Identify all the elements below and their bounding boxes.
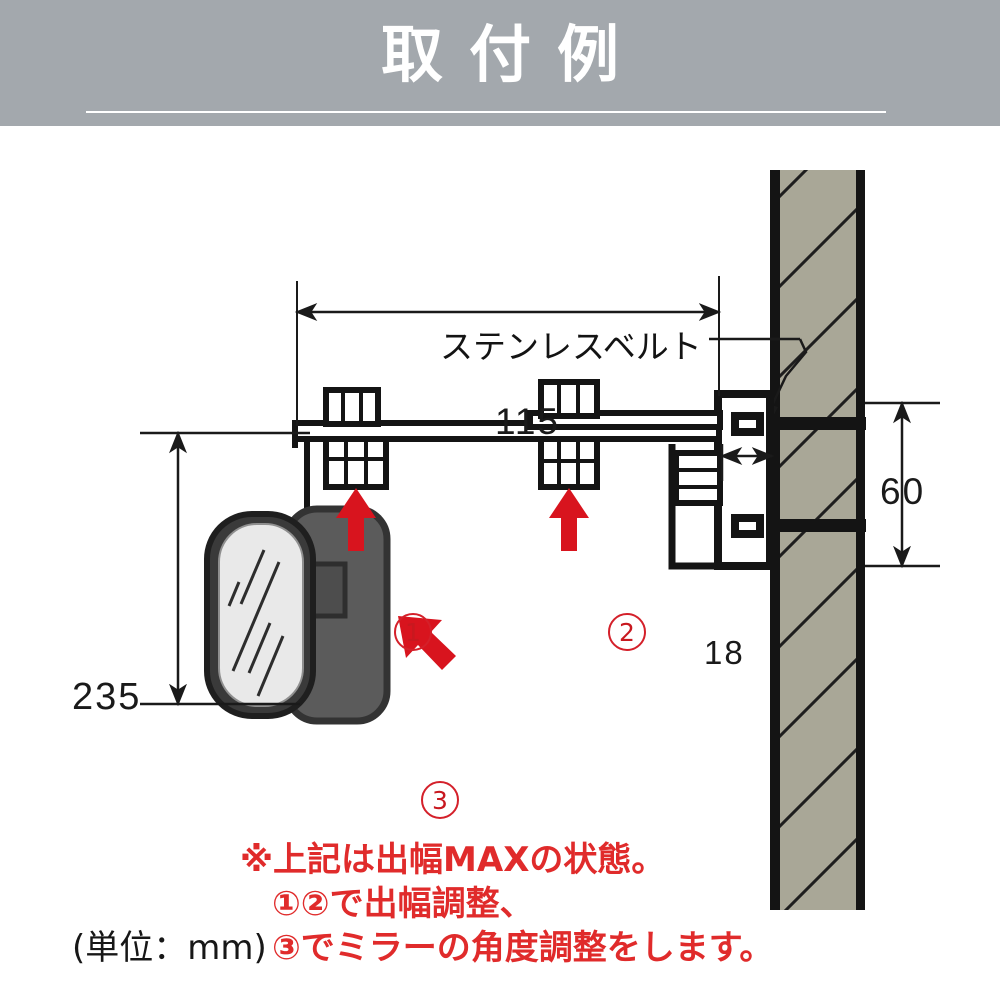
marker-number-2: 2 xyxy=(608,613,646,651)
wall-hatching xyxy=(770,170,865,910)
red-arrow-2-shape xyxy=(549,488,589,551)
red-arrow-1 xyxy=(336,488,376,551)
wall-outer-edge xyxy=(856,170,865,910)
marker-number-3: 3 xyxy=(421,781,459,819)
wall xyxy=(770,170,865,910)
header-banner: 取付例 xyxy=(0,0,1000,126)
belt-clip-lower xyxy=(731,514,764,538)
dimension-label-60: 60 xyxy=(880,471,926,512)
note-line-3: ③でミラーの角度調整をします。 xyxy=(272,928,774,968)
note-line-1: ※上記は出幅MAXの状態。 xyxy=(240,840,666,880)
mirror-shine-lines xyxy=(227,549,285,697)
header-divider xyxy=(86,111,886,113)
installation-diagram: 115 60 235 18 ステンレスベルト 1 2 3 xyxy=(0,126,1000,1000)
red-arrow-2 xyxy=(549,488,589,551)
footer-notes: ※上記は出幅MAXの状態。 ①②で出幅調整、 ③でミラーの角度調整をします。 (… xyxy=(0,826,1000,986)
dimension-label-115: 115 xyxy=(495,401,560,442)
elbow-nut xyxy=(673,450,723,506)
adjustment-bolt-2 xyxy=(538,379,600,490)
wall-mounting-plate xyxy=(714,390,774,570)
bolt-1-lower-nut xyxy=(323,436,389,490)
bolt-1-upper-nut xyxy=(323,387,381,427)
stainless-belt-label: ステンレスベルト xyxy=(440,327,702,366)
page-title: 取付例 xyxy=(380,18,645,91)
mirror-glass xyxy=(218,523,304,707)
bolt-2-upper-nut xyxy=(538,379,600,419)
dimension-115 xyxy=(294,276,722,426)
dimension-235 xyxy=(140,430,310,707)
mirror-assembly xyxy=(204,505,391,725)
wall-inner-edge xyxy=(770,170,780,910)
elbow-plate xyxy=(668,444,718,570)
dimension-label-18: 18 xyxy=(704,634,745,671)
dimension-18 xyxy=(719,444,775,481)
note-line-2: ①②で出幅調整、 xyxy=(272,884,534,924)
dimension-60 xyxy=(865,400,940,569)
marker-number-1: 1 xyxy=(394,613,432,651)
dimension-label-235: 235 xyxy=(72,676,142,718)
adjustment-bolt-1 xyxy=(323,387,389,490)
unit-note: (単位：mm) xyxy=(72,928,267,968)
bracket-elbow xyxy=(668,444,723,570)
red-arrow-1-shape xyxy=(336,488,376,551)
belt-clip-upper xyxy=(731,412,764,436)
